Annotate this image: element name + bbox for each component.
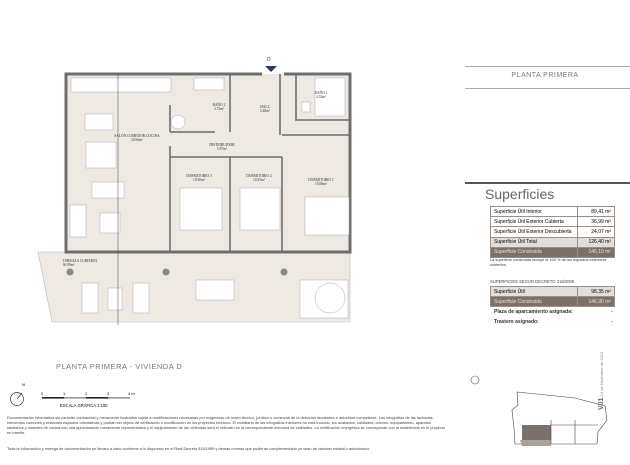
kitchen-island [84, 113, 114, 131]
kitchen-counter [70, 77, 172, 93]
bed-dormitorio-3 [179, 187, 223, 231]
coffee-table [99, 212, 121, 234]
dining-table [85, 141, 117, 169]
divider [465, 88, 630, 89]
decreto-title: SUPERFICIES SEGUN DECRETO 218/2005 [490, 279, 575, 284]
sofa [91, 181, 125, 199]
parking-label: Plaza de aparcamiento asignada: [494, 309, 573, 315]
divider [465, 66, 630, 67]
armchair [69, 204, 87, 238]
north-compass-icon [10, 392, 24, 406]
storage-value: - [611, 319, 613, 325]
bed-dormitorio-2 [239, 187, 281, 231]
surfaces-heading: Superficies [485, 186, 555, 202]
parking-value: - [611, 309, 613, 315]
north-label: N [22, 382, 25, 387]
scale-tick: 0 [41, 391, 44, 396]
plan-title: PLANTA PRIMERA - VIVIENDA D [56, 362, 183, 371]
version-stamp: V01 13 de Diciembre de 2024 [598, 351, 605, 410]
scale-tick: 1 [63, 391, 66, 396]
storage-label: Trastero asignado: [494, 319, 539, 325]
surfaces-note: La superficie construida incluye el 100 … [490, 257, 607, 267]
bed-dormitorio-1 [304, 196, 350, 236]
scale-tick: 3 [107, 391, 110, 396]
floor-title: PLANTA PRIMERA [511, 72, 579, 79]
disclaimer-text: Documentación informativa sin carácter c… [7, 415, 446, 435]
entrance-marker-icon [265, 66, 277, 72]
scale-and-north [10, 392, 130, 406]
shower-bano-2 [193, 77, 225, 91]
legal-text: Toda la información y entrega de documen… [7, 446, 371, 451]
scale-tick: 4 m [128, 391, 135, 396]
entrance-marker-label: D [267, 57, 271, 63]
north-icon [470, 375, 480, 385]
unit-highlight [522, 425, 551, 440]
scale-tick: 2 [85, 391, 88, 396]
key-plan [470, 375, 608, 446]
divider [465, 182, 630, 184]
shower-bano-1 [314, 77, 346, 117]
scale-label: ESCALA GRÁFICA 1:100 [60, 403, 108, 408]
